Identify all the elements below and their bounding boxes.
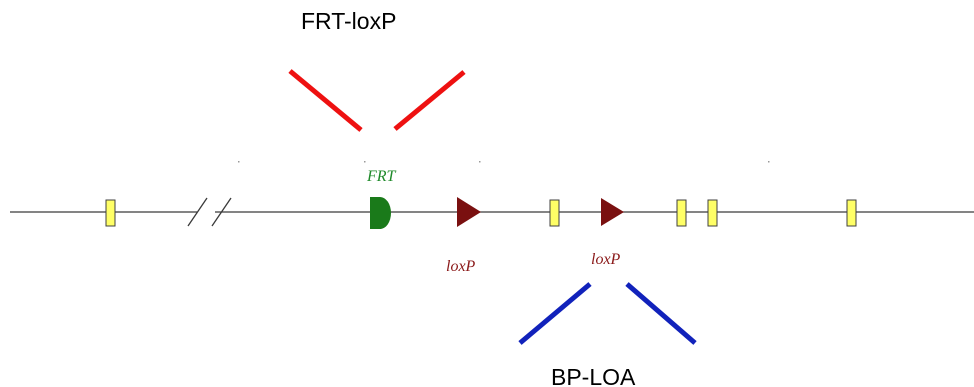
loxp-site-icon xyxy=(457,197,481,227)
double-slash-break-icon xyxy=(187,197,232,227)
frt-site-icon xyxy=(370,197,391,229)
exon-icon xyxy=(846,199,857,227)
loxp-site-label-1: loxP xyxy=(446,258,476,275)
exon-icon xyxy=(549,199,560,227)
marker-dots xyxy=(238,161,770,163)
red-callout-line-right xyxy=(393,70,466,131)
frt-site-label: FRT xyxy=(366,168,397,185)
loxp-site-icon xyxy=(601,198,624,226)
frt-loxp-callout-label: FRT-loxP xyxy=(301,8,396,34)
blue-callout-line-right xyxy=(625,282,697,345)
bp-loa-callout-label: BP-LOA xyxy=(551,364,636,387)
loxp-site-label-2: loxP xyxy=(591,251,621,268)
exon-icon xyxy=(105,199,116,227)
blue-callout-line-left xyxy=(518,282,592,345)
red-callout-line-left xyxy=(288,69,363,132)
exon-icon xyxy=(707,199,718,227)
exon-icon xyxy=(676,199,687,227)
